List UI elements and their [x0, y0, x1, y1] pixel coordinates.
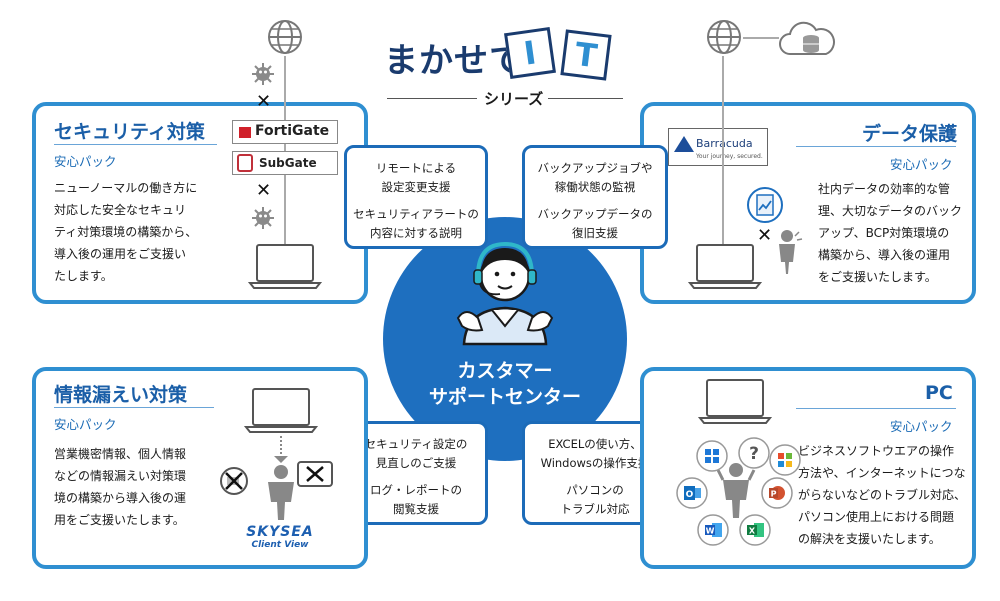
panel-pc	[640, 367, 976, 569]
cloud-database-icon	[779, 21, 835, 55]
excel-icon: X	[739, 514, 771, 546]
barracuda-tagline: Your journey, secured.	[696, 153, 763, 160]
leak-laptop-icon	[243, 388, 319, 433]
leak-arrow-down-icon	[274, 456, 288, 463]
subgate-label: SubGate	[259, 156, 317, 170]
svg-text:?: ?	[749, 444, 759, 464]
pc-confused-person-icon	[716, 463, 756, 518]
data-laptop-icon	[687, 244, 763, 289]
support-box-bottom-left: セキュリティ設定の 見直しのご支援 ログ・レポートの 閲覧支援	[344, 421, 488, 525]
windows-app-icon	[696, 440, 728, 472]
leak-body: 営業機密情報、個人情報 などの情報漏えい対策環 境の構築から導入後の運 用をご支…	[54, 447, 187, 527]
pc-body: ビジネスソフトウエアの操作 方法や、インターネットにつな がらないなどのトラブル…	[798, 444, 967, 546]
pc-title: PC	[925, 382, 953, 404]
barracuda-label: Barracuda	[696, 137, 753, 150]
subgate-mark-icon	[237, 154, 253, 172]
support-box-top-left: リモートによる 設定変更支援 セキュリティアラートの 内容に対する説明	[344, 145, 488, 249]
support-box-top-right: バックアップジョブや 稼働状態の監視 バックアップデータの 復旧支援	[522, 145, 668, 249]
subgate-logo: SubGate	[232, 151, 338, 175]
panel-leak	[32, 367, 368, 569]
operator-avatar-icon	[456, 241, 554, 346]
help-question-icon: ?	[738, 437, 770, 469]
svg-text:P: P	[771, 490, 777, 499]
usb-blocked-icon	[220, 467, 248, 495]
series-label: シリーズ	[484, 90, 544, 108]
fortigate-logo: FortiGate	[232, 120, 338, 144]
data-person-icon	[779, 230, 803, 274]
virus-icon-bottom	[252, 207, 274, 229]
data-vertical-line	[722, 56, 724, 244]
skysea-sublabel: Client View	[251, 540, 309, 550]
svg-text:O: O	[686, 490, 694, 500]
series-line-right	[548, 98, 623, 99]
data-title-rule	[796, 146, 956, 147]
header-title: まかせて	[384, 41, 524, 81]
security-body: ニューノーマルの働き方に 対応した安全なセキュリ ティ対策環境の構築から、 導入…	[54, 181, 198, 283]
title-i-tile: I	[504, 27, 556, 79]
barracuda-mark-icon	[674, 136, 694, 152]
data-block-x-icon: ✕	[757, 225, 773, 246]
block-x-icon-top: ✕	[256, 91, 272, 112]
powerpoint-icon: P	[761, 477, 793, 509]
leak-person-icon	[268, 465, 294, 520]
data-subtitle: 安心パック	[890, 157, 953, 172]
windows-flag-icon	[769, 444, 801, 476]
security-title-rule	[54, 144, 217, 145]
leak-subtitle: 安心パック	[54, 417, 117, 432]
pc-laptop-icon	[697, 379, 773, 424]
skysea-logo: SKYSEA Client View	[244, 524, 316, 550]
data-globe-icon	[707, 20, 741, 54]
leak-title-rule	[54, 407, 214, 408]
data-link-line	[743, 37, 779, 39]
block-x-icon-bottom: ✕	[256, 180, 272, 201]
fortigate-label: FortiGate	[255, 123, 330, 139]
svg-text:W: W	[706, 527, 715, 536]
security-title: セキュリティ対策	[54, 121, 205, 143]
virus-icon-top	[252, 63, 274, 85]
pc-title-rule	[796, 408, 956, 409]
leak-dotted-line	[280, 436, 282, 458]
screen-blocked-icon	[297, 461, 333, 487]
data-title: データ保護	[862, 123, 958, 145]
svg-text:X: X	[749, 527, 756, 536]
leak-title: 情報漏えい対策	[54, 384, 188, 406]
barracuda-logo: Barracuda Your journey, secured.	[668, 128, 768, 166]
series-line-left	[387, 98, 477, 99]
center-label-line1: カスタマー	[457, 360, 553, 382]
data-body: 社内データの効率的な管 理、大切なデータのバック アップ、BCP対策環境の 構築…	[818, 182, 963, 284]
data-file-bubble-icon	[747, 187, 783, 223]
fortigate-mark-icon	[239, 127, 251, 138]
outlook-icon: O	[676, 477, 708, 509]
center-label-line2: サポートセンター	[428, 386, 581, 408]
skysea-label: SKYSEA	[246, 524, 314, 540]
security-laptop-icon	[247, 244, 323, 289]
title-t-tile: T	[560, 29, 612, 81]
pc-subtitle: 安心パック	[890, 419, 953, 434]
security-globe-icon	[268, 20, 302, 54]
security-subtitle: 安心パック	[54, 154, 117, 169]
word-icon: W	[697, 514, 729, 546]
